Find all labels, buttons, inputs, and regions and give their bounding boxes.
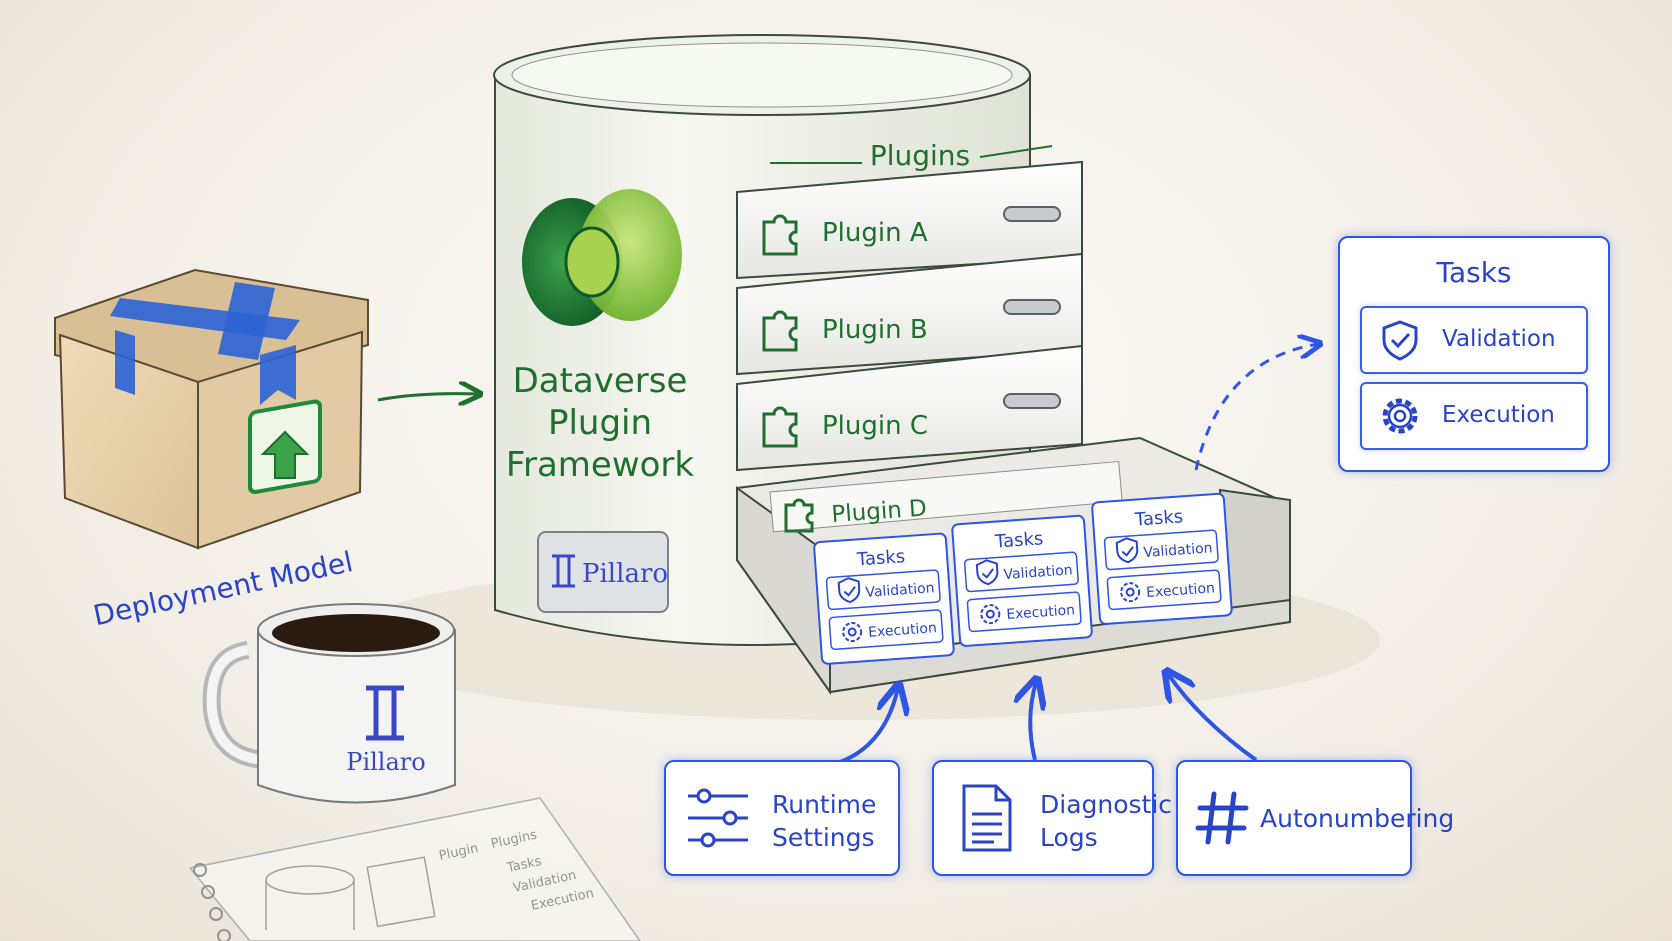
- feature-label-line: Autonumbering: [1260, 804, 1455, 833]
- card-item: Execution: [1146, 580, 1216, 601]
- gear-icon: [1120, 582, 1141, 603]
- task-label: Execution: [1442, 402, 1555, 428]
- card-item: Validation: [1003, 562, 1073, 583]
- feature-label-line: Settings: [772, 823, 875, 852]
- card-item: Validation: [1143, 540, 1213, 561]
- task-validation[interactable]: Validation: [1360, 306, 1588, 374]
- feature-label-line: Diagnostic: [1040, 790, 1173, 819]
- box-tape: [218, 282, 275, 360]
- framework-label-line2: Plugin: [548, 403, 652, 443]
- hash-icon: [1195, 791, 1249, 845]
- dataverse-logo-icon: [522, 189, 682, 326]
- feature-label: Autonumbering: [1260, 802, 1454, 835]
- shield-check-icon: [1115, 537, 1139, 564]
- feature-label-line: Logs: [1040, 823, 1098, 852]
- pillaro-logo-icon: [366, 685, 404, 741]
- tasks-title: Tasks: [1436, 256, 1512, 289]
- drawer-task-card-2[interactable]: Tasks Validation Execution: [951, 514, 1093, 647]
- upload-arrow-icon: [248, 399, 322, 494]
- puzzle-icon: [762, 214, 798, 256]
- drawer-label: Plugin A: [822, 218, 928, 248]
- header-rule-right: [979, 145, 1053, 158]
- drawer-task-card-3[interactable]: Tasks Validation Execution: [1091, 492, 1233, 625]
- pillaro-badge: Pillaro: [537, 531, 669, 613]
- framework-label-line1: Dataverse: [513, 361, 688, 401]
- puzzle-icon: [784, 498, 814, 533]
- feature-arrow: [1168, 674, 1258, 762]
- box-tape: [115, 330, 135, 395]
- tasks-panel: Tasks Validation Execution: [1338, 236, 1610, 472]
- notebook-sketch: Plugin Plugins Tasks Validation Executio…: [188, 797, 641, 941]
- sliders-icon: [688, 788, 748, 848]
- drawers-header: Plugins: [870, 139, 970, 172]
- gear-icon: [1382, 398, 1418, 434]
- task-label: Validation: [1442, 326, 1556, 352]
- drawer-label: Plugin C: [822, 411, 928, 441]
- shield-check-icon: [837, 577, 861, 604]
- puzzle-icon: [762, 310, 798, 352]
- drawer-task-card-1[interactable]: Tasks Validation Execution: [813, 532, 955, 665]
- drawer-handle[interactable]: [1003, 299, 1061, 315]
- drawer-handle[interactable]: [1003, 393, 1061, 409]
- feature-arrow: [1030, 682, 1036, 761]
- drawer-handle[interactable]: [1003, 206, 1061, 222]
- box-ribbon: [260, 345, 296, 405]
- coffee-mug: Pillaro: [202, 603, 456, 804]
- mug-label: Pillaro: [346, 748, 425, 776]
- card-item: Execution: [868, 620, 938, 641]
- card-title: Tasks: [1133, 506, 1184, 530]
- expand-arrow: [1194, 344, 1318, 471]
- drawer-plugin-c[interactable]: Plugin C: [736, 344, 1083, 472]
- card-item: Validation: [865, 580, 935, 601]
- sketch-text: Tasks: [505, 854, 543, 876]
- gear-icon: [980, 604, 1001, 625]
- card-title: Tasks: [855, 546, 906, 570]
- card-item: Execution: [1006, 602, 1076, 623]
- task-execution[interactable]: Execution: [1360, 382, 1588, 450]
- drawer-plugin-b[interactable]: Plugin B: [736, 252, 1083, 376]
- deploy-arrow: [377, 394, 478, 400]
- card-title: Tasks: [993, 528, 1044, 552]
- runtime-settings-card[interactable]: Runtime Settings: [664, 760, 900, 876]
- plugin-cabinet: Dataverse Plugin Framework Pillaro Plugi…: [493, 34, 1292, 696]
- autonumbering-card[interactable]: Autonumbering: [1176, 760, 1454, 876]
- feature-label: Runtime Settings: [772, 788, 876, 854]
- shield-check-icon: [975, 559, 999, 586]
- framework-label-line3: Framework: [506, 445, 695, 485]
- cabinet-top-inner: [511, 42, 1013, 108]
- puzzle-icon: [762, 406, 798, 448]
- feature-label: Diagnostic Logs: [1040, 788, 1172, 854]
- shield-check-icon: [1382, 320, 1418, 361]
- deployment-box: [54, 268, 369, 550]
- drawer-label: Plugin B: [822, 315, 928, 345]
- drawer-plugin-a[interactable]: Plugin A: [736, 160, 1083, 280]
- feature-arrow: [839, 688, 898, 764]
- gear-icon: [842, 622, 863, 643]
- pillaro-logo-icon: [552, 554, 575, 588]
- document-icon: [962, 784, 1012, 852]
- badge-label: Pillaro: [582, 559, 668, 589]
- feature-label-line: Runtime: [772, 790, 877, 819]
- diagnostic-logs-card[interactable]: Diagnostic Logs: [932, 760, 1172, 876]
